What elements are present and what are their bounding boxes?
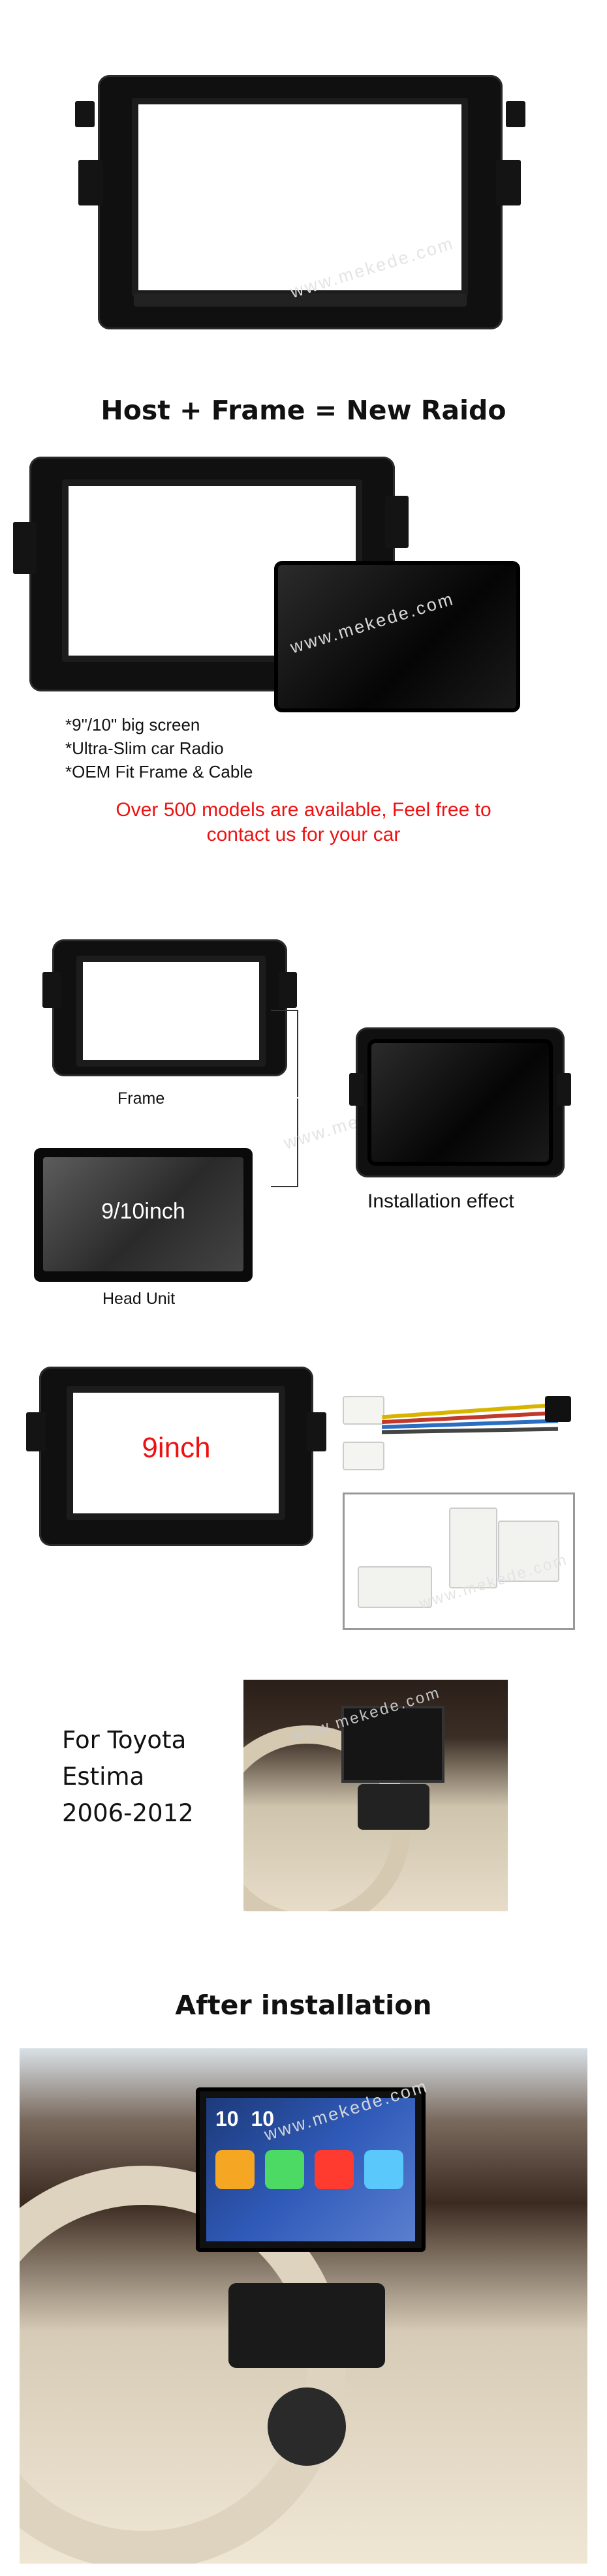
feature-item: *9"/10" big screen [65, 715, 200, 735]
notice-line: contact us for your car [206, 824, 401, 845]
for-toyota-label: For Toyota [62, 1726, 187, 1754]
installation-effect-label: Installation effect [367, 1190, 514, 1212]
availability-notice: Over 500 models are available, Feel free… [0, 798, 607, 847]
cable-harness-image [330, 1383, 591, 1474]
vehicle-dashboard-photo: www.mekede.com [243, 1680, 508, 1911]
screen-clock-hour: 10 [215, 2107, 239, 2130]
installed-unit-image [349, 1027, 571, 1181]
screen-clock-minute: 10 [251, 2107, 275, 2130]
frame-diagram-image [42, 933, 304, 1089]
vehicle-title: For Toyota Estima 2006-2012 [62, 1722, 194, 1832]
connector-box-image: www.mekede.com [343, 1493, 575, 1630]
host-frame-heading: Host + Frame = New Raido [101, 395, 506, 426]
feature-item: *Ultra-Slim car Radio [65, 738, 224, 758]
head-unit-image: 9/10inch [34, 1148, 253, 1282]
model-label: Estima [62, 1763, 145, 1791]
package-frame-image: 9inch [26, 1360, 326, 1556]
head-unit-size-text: 9/10inch [101, 1199, 185, 1224]
bracket-connector [271, 1010, 298, 1187]
installed-dashboard-photo: 10 10 www.mekede.com [20, 2048, 587, 2564]
feature-list: *9"/10" big screen *Ultra-Slim car Radio… [65, 713, 253, 783]
size-label: 9inch [142, 1432, 211, 1464]
host-frame-image: www.mekede.com [13, 450, 600, 712]
notice-line: Over 500 models are available, Feel free… [116, 799, 491, 821]
frame-label: Frame [117, 1089, 165, 1108]
feature-item: *OEM Fit Frame & Cable [65, 762, 253, 781]
head-unit-label: Head Unit [102, 1290, 176, 1308]
after-installation-heading: After installation [175, 1990, 432, 2021]
top-frame-image: www.mekede.com [72, 62, 529, 339]
years-label: 2006-2012 [62, 1799, 194, 1827]
